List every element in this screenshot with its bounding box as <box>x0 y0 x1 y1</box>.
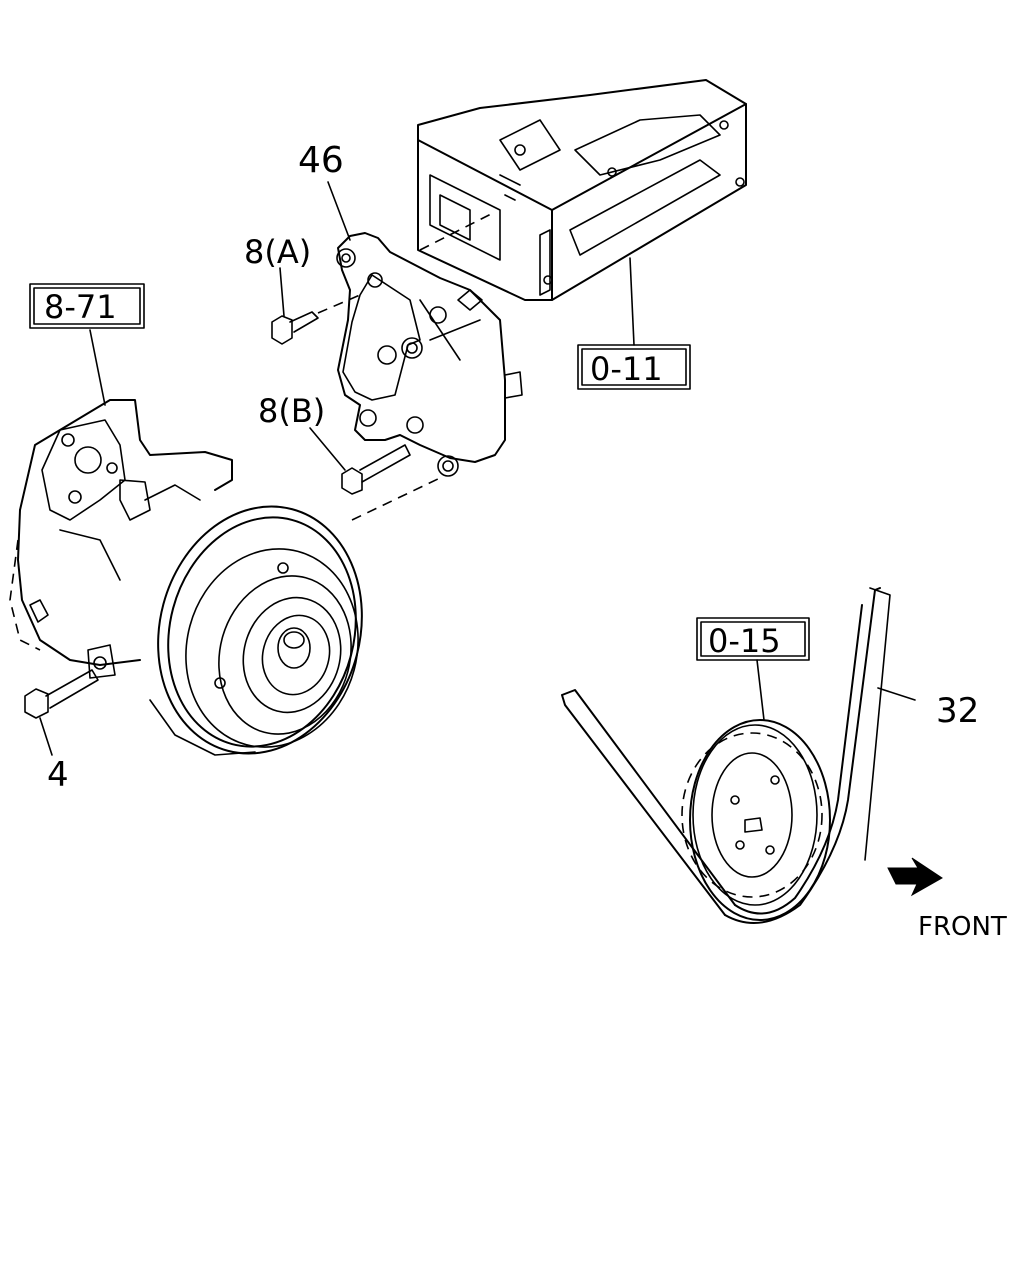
assembly-line-compressor <box>351 477 441 521</box>
assembly-line-8a <box>317 294 361 314</box>
front-label: FRONT <box>918 912 1007 942</box>
bolt-8b <box>341 444 411 495</box>
ref-label-8-71: 8-71 <box>44 288 117 326</box>
crankshaft-pulley <box>681 719 831 921</box>
leader-0-11 <box>629 257 635 346</box>
leader-0-15 <box>756 659 765 721</box>
front-arrow-icon <box>887 857 943 897</box>
callout-32: 32 <box>936 691 979 731</box>
ref-box-0-11[interactable]: 0-11 <box>577 344 691 390</box>
assembly-line-engine <box>419 211 496 251</box>
drive-belt <box>561 587 891 924</box>
callout-8a: 8(A) <box>244 233 311 271</box>
compressor-bracket <box>336 232 523 477</box>
leader-8a <box>279 267 285 317</box>
leader-32 <box>877 687 916 701</box>
leader-46 <box>327 181 351 241</box>
bolt-8a <box>271 311 319 345</box>
ref-box-8-71[interactable]: 8-71 <box>29 283 145 329</box>
leader-8b <box>309 427 346 471</box>
callout-4: 4 <box>47 755 69 795</box>
ref-label-0-11: 0-11 <box>590 350 663 388</box>
engine-block <box>417 79 747 301</box>
leader-8-71 <box>89 329 106 406</box>
callout-46: 46 <box>298 140 344 181</box>
callout-8b: 8(B) <box>258 392 325 430</box>
ref-label-0-15: 0-15 <box>708 622 781 660</box>
ref-box-0-15[interactable]: 0-15 <box>696 617 810 661</box>
bolt-4 <box>24 669 99 719</box>
front-indicator: FRONT <box>887 857 1007 942</box>
leader-4 <box>39 717 53 756</box>
ac-compressor <box>9 399 363 756</box>
